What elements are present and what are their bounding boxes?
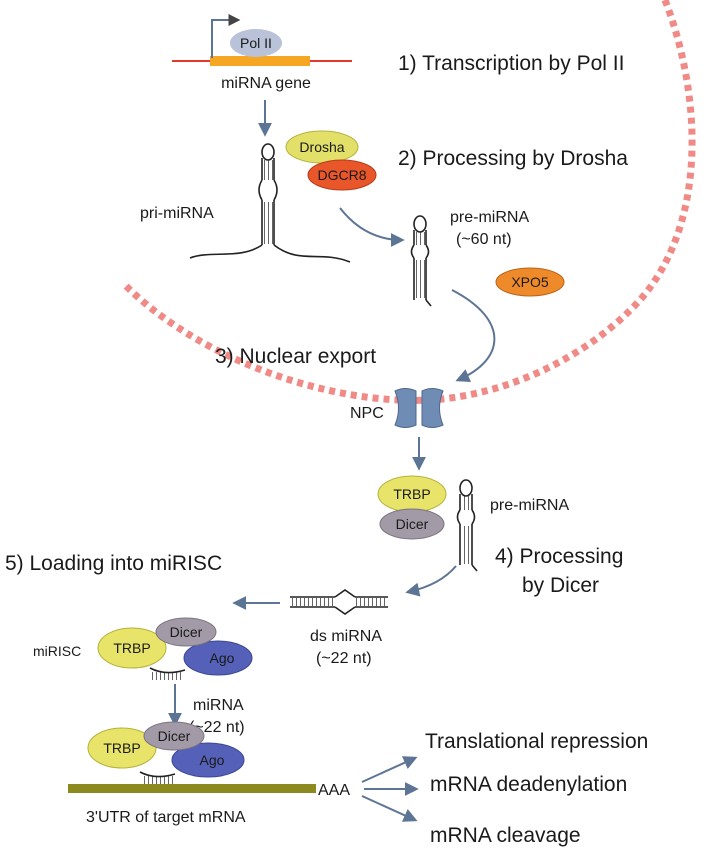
pre-mirna-cyto-label: pre-miRNA [490,497,569,514]
npc-pore [394,388,444,428]
dicer-ellipse-cyto [379,508,445,540]
target-mrna-label: 3'UTR of target mRNA [86,809,246,826]
arrow-dicer-to-ds [405,565,457,597]
mirna-label-1: miRNA [193,697,244,714]
trbp-label-cyto: TRBP [393,486,430,502]
dicer-ellipse-2 [143,721,205,751]
step-2-label: 2) Processing by Drosha [398,147,628,170]
pri-mirna-loop [261,143,275,161]
arrow-pri-to-pre [339,207,405,247]
dgcr8-label: DGCR8 [317,167,366,183]
pri-mirna-label: pri-miRNA [140,205,214,222]
dicer-label-cyto: Dicer [396,516,429,532]
pre-mirna-nuclear-label-1: pre-miRNA [450,209,529,226]
pri-mirna-structure [189,143,351,263]
arrow-export [451,289,496,383]
xpo5-ellipse [495,267,565,297]
pri-mirna-tail [189,244,263,259]
pre-mirna-cyto-structure [456,479,478,572]
pol-ii-ellipse [230,29,282,57]
ds-mirna-label-1: ds miRNA [310,628,382,645]
drosha-label: Drosha [299,139,344,155]
trbp-label-1: TRBP [113,640,150,656]
npc-label: NPC [350,405,384,422]
mirna-gene-bar [210,56,310,66]
mirna-strand-1 [149,667,186,680]
outcome-translational-repression: Translational repression [425,730,648,753]
outcome-mrna-cleavage: mRNA cleavage [430,824,581,847]
outcome-mrna-deadenylation: mRNA deadenylation [430,773,627,796]
trbp-ellipse-1 [97,627,167,669]
ago-label-2: Ago [200,752,225,768]
arrow-outcome-1 [361,756,418,783]
mirna-gene-group: Pol II miRNA gene [172,14,352,92]
mirna-strand-2 [139,771,176,784]
ago-label-1: Ago [210,650,235,666]
step-4-label-line2: by Dicer [522,574,599,597]
pre-mirna-nuclear-label-2: (~60 nt) [456,231,512,248]
trbp-ellipse-2 [87,727,157,769]
poly-a-label: AAA [318,782,350,799]
dgcr8-ellipse [307,159,377,191]
step-4-label-line1: 4) Processing [495,545,623,568]
arrow-outcome-3 [361,795,418,822]
dicer-label-1: Dicer [170,624,203,640]
xpo5-label: XPO5 [511,274,549,290]
promoter-arrow-icon [211,14,241,58]
pol-ii-label: Pol II [240,35,272,51]
dicer-ellipse-1 [155,617,217,647]
target-mrna-bar [68,784,316,793]
step-3-label: 3) Nuclear export [215,345,376,368]
ds-mirna-label-2: (~22 nt) [316,650,372,667]
trbp-label-2: TRBP [103,740,140,756]
nuclear-envelope [122,0,696,404]
step-5-label: 5) Loading into miRISC [5,552,222,575]
mirna-gene-label: miRNA gene [221,75,311,92]
ago-ellipse-1 [183,640,253,676]
mirisc-label: miRISC [33,643,81,659]
ago-ellipse-2 [171,742,245,778]
dicer-label-2: Dicer [158,728,191,744]
ds-mirna-structure [290,589,388,615]
step-1-label: 1) Transcription by Pol II [398,52,624,75]
pre-mirna-nuclear-structure [410,215,432,307]
